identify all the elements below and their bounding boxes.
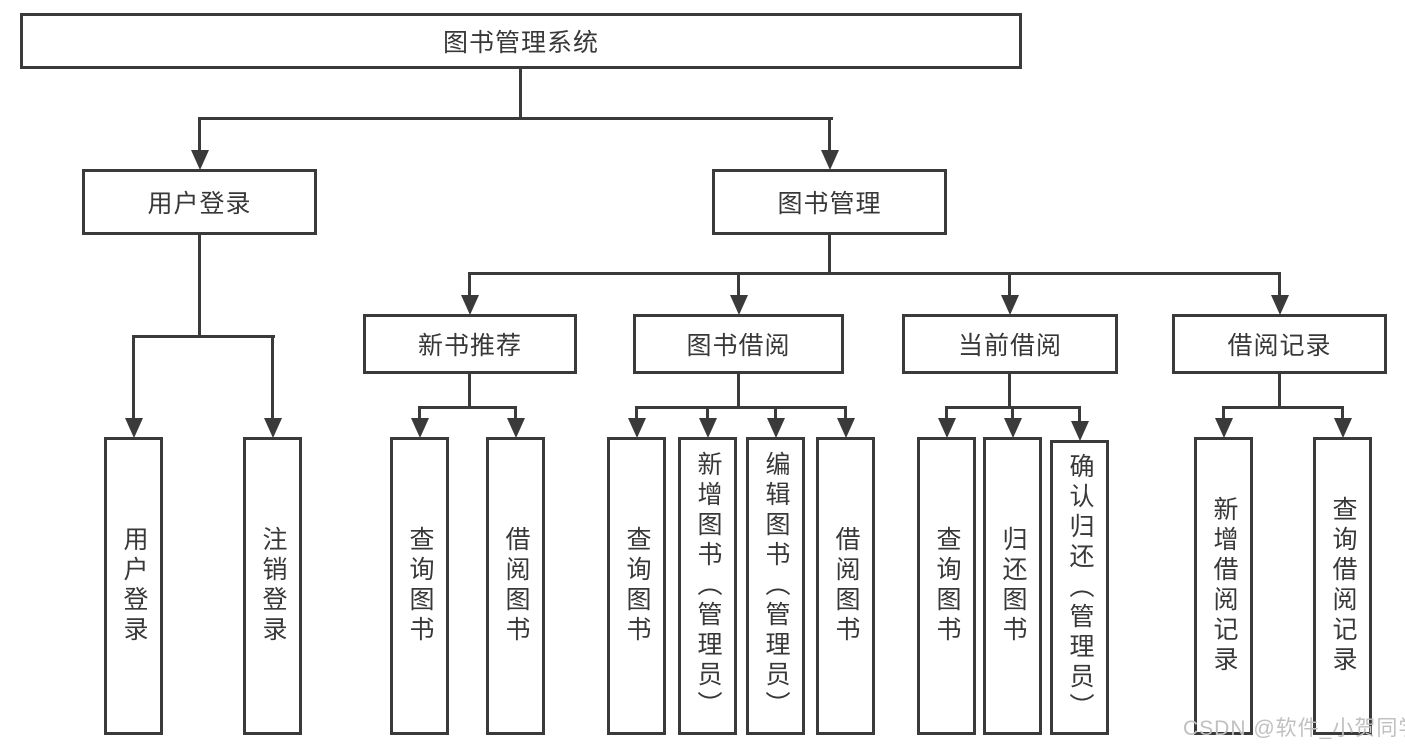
leaf-br-query-record-label: 查询借阅记录 <box>1329 496 1357 676</box>
leaf-bb-borrow-books-label: 借阅图书 <box>832 526 860 646</box>
arrow-to-leaf-user-login <box>125 418 143 438</box>
watermark: CSDN @软件_小贺同学 <box>1183 717 1405 740</box>
node-user-login-label: 用户登录 <box>147 190 252 218</box>
connector-userlogin-rail <box>132 335 275 338</box>
connector-stub-bb-query <box>635 406 638 420</box>
node-root-label: 图书管理系统 <box>442 29 599 57</box>
node-borrow-records: 借阅记录 <box>1172 314 1387 374</box>
leaf-br-query-record: 查询借阅记录 <box>1313 437 1372 735</box>
leaf-rec-query-books: 查询图书 <box>390 437 449 735</box>
connector-bookmgmt-rail <box>468 272 1281 275</box>
connector-stub-user-login <box>198 117 201 152</box>
arrow-to-cb-return <box>1004 418 1022 438</box>
connector-stub-rec-borrow <box>514 406 517 420</box>
node-new-book-recommend: 新书推荐 <box>363 314 577 374</box>
arrow-to-new-book-recommend <box>461 295 479 315</box>
leaf-bb-add-books-admin-label: 新增图书（管理员） <box>694 451 722 721</box>
leaf-user-login: 用户登录 <box>104 437 163 735</box>
node-user-login: 用户登录 <box>82 169 317 235</box>
node-current-borrow: 当前借阅 <box>902 314 1118 374</box>
leaf-user-login-label: 用户登录 <box>120 526 148 646</box>
leaf-bb-query-books: 查询图书 <box>607 437 666 735</box>
leaf-logout: 注销登录 <box>243 437 302 735</box>
connector-bb-stem <box>737 374 740 408</box>
connector-root-rail <box>198 117 833 120</box>
node-borrow-records-label: 借阅记录 <box>1227 332 1332 360</box>
connector-stub-leaf-user-login <box>132 335 135 420</box>
node-current-borrow-label: 当前借阅 <box>957 332 1062 360</box>
connector-stub-leaf-logout <box>271 335 274 420</box>
leaf-bb-query-books-label: 查询图书 <box>623 526 651 646</box>
arrow-to-br-query <box>1334 418 1352 438</box>
arrow-to-user-login <box>191 150 209 170</box>
node-book-borrow: 图书借阅 <box>633 314 844 374</box>
connector-cb-stem <box>1008 374 1011 408</box>
node-root: 图书管理系统 <box>20 13 1022 69</box>
connector-stub-br-query <box>1341 406 1344 420</box>
arrow-to-book-management <box>821 150 839 170</box>
leaf-bb-add-books-admin: 新增图书（管理员） <box>678 437 737 735</box>
connector-root-stem <box>519 67 522 119</box>
connector-stub-book-borrow <box>737 272 740 297</box>
leaf-bb-edit-books-admin: 编辑图书（管理员） <box>746 437 805 735</box>
connector-stub-bb-borrow <box>844 406 847 420</box>
arrow-to-bb-query <box>628 418 646 438</box>
leaf-logout-label: 注销登录 <box>259 526 287 646</box>
leaf-br-add-record: 新增借阅记录 <box>1194 437 1253 735</box>
connector-br-stem <box>1278 374 1281 408</box>
arrow-to-cb-query <box>938 418 956 438</box>
arrow-to-book-borrow <box>730 295 748 315</box>
connector-userlogin-stem <box>198 235 201 337</box>
leaf-br-add-record-label: 新增借阅记录 <box>1210 496 1238 676</box>
connector-stub-cb-confirm <box>1078 406 1081 423</box>
leaf-cb-return-books: 归还图书 <box>983 437 1042 735</box>
leaf-cb-confirm-return-admin: 确认归还（管理员） <box>1050 440 1109 735</box>
leaf-cb-query-books-label: 查询图书 <box>933 526 961 646</box>
connector-bb-rail <box>635 406 847 409</box>
connector-stub-book-management <box>828 117 831 152</box>
node-book-management: 图书管理 <box>712 169 947 235</box>
connector-stub-bb-edit <box>774 406 777 420</box>
leaf-cb-confirm-return-admin-label: 确认归还（管理员） <box>1066 452 1094 723</box>
connector-stub-br-add <box>1222 406 1225 420</box>
arrow-to-current-borrow <box>1001 295 1019 315</box>
connector-rec-stem <box>468 374 471 408</box>
node-book-management-label: 图书管理 <box>777 190 882 218</box>
connector-stub-rec-query <box>418 406 421 420</box>
leaf-rec-borrow-books-label: 借阅图书 <box>502 526 530 646</box>
connector-stub-current-borrow <box>1008 272 1011 297</box>
arrow-to-rec-borrow <box>507 418 525 438</box>
leaf-rec-borrow-books: 借阅图书 <box>486 437 545 735</box>
connector-stub-new-book-recommend <box>468 272 471 297</box>
arrow-to-rec-query <box>411 418 429 438</box>
arrow-to-bb-add <box>699 418 717 438</box>
connector-stub-bb-add <box>706 406 709 420</box>
leaf-cb-return-books-label: 归还图书 <box>999 526 1027 646</box>
connector-bookmgmt-stem <box>828 235 831 274</box>
arrow-to-bb-borrow <box>837 418 855 438</box>
leaf-bb-edit-books-admin-label: 编辑图书（管理员） <box>762 451 790 721</box>
connector-stub-cb-return <box>1011 406 1014 420</box>
arrow-to-br-add <box>1215 418 1233 438</box>
arrow-to-leaf-logout <box>264 418 282 438</box>
leaf-cb-query-books: 查询图书 <box>917 437 976 735</box>
leaf-rec-query-books-label: 查询图书 <box>406 526 434 646</box>
node-book-borrow-label: 图书借阅 <box>686 332 791 360</box>
connector-br-rail <box>1222 406 1344 409</box>
node-new-book-recommend-label: 新书推荐 <box>417 332 522 360</box>
connector-stub-borrow-records <box>1278 272 1281 297</box>
arrow-to-bb-edit <box>767 418 785 438</box>
leaf-bb-borrow-books: 借阅图书 <box>816 437 875 735</box>
connector-rec-rail <box>418 406 517 409</box>
arrow-to-borrow-records <box>1271 295 1289 315</box>
arrow-to-cb-confirm <box>1071 421 1089 441</box>
connector-stub-cb-query <box>945 406 948 420</box>
